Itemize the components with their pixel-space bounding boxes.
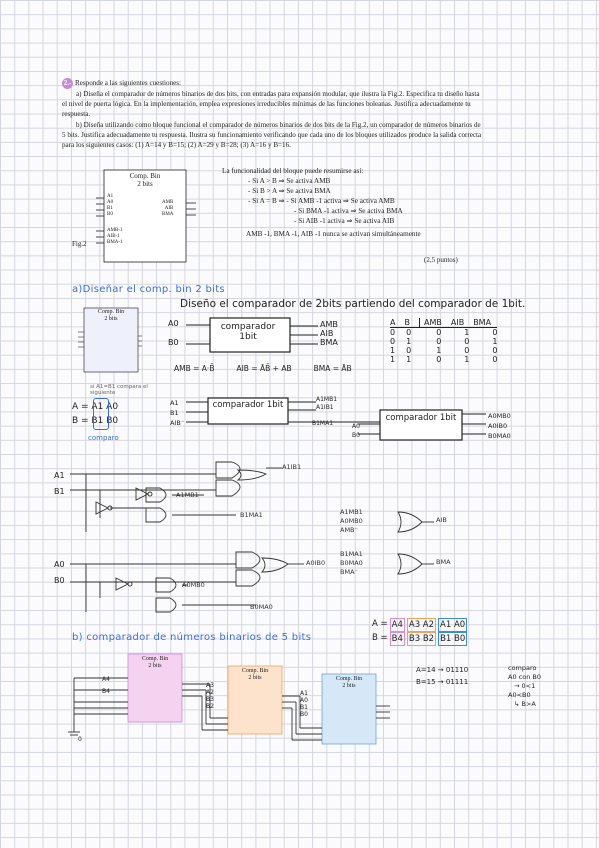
out-a1mb1: A1MB1 [176,491,199,499]
or-bma-out: BMA [436,558,451,566]
highlight-box [93,398,109,430]
or-aib-out: AIB [436,516,447,524]
question-part-b: b) Diseña utilizando como bloque funcion… [62,120,482,150]
functionality: La funcionalidad del bloque puede resumi… [222,167,421,238]
comparo-label: comparo [88,434,119,442]
functionality-header: La funcionalidad del bloque puede resumi… [222,167,364,175]
compare-note: si A1=B1 compara el siguiente [90,384,148,396]
bit-groups: A = A4 A3 A2 A1 A0 B = B4 B3 B2 B1 B0 [372,618,468,646]
out-a0ib0: A0IB0 [306,559,326,567]
question-part-a: a) Diseña el comparador de números binar… [62,90,480,119]
comparator-1bit-diagram [186,317,318,353]
gate-circuit [70,461,434,613]
out-b1ma1: B1MA1 [240,511,263,519]
ground-label: 0 [78,736,82,743]
cascade-block-1: comparador 1bit [212,400,284,410]
out-b0ma0: B0MA0 [250,603,273,611]
points: (2,5 puntos) [424,256,458,264]
question-intro: Responde a las siguientes cuestiones: [75,79,181,87]
mid-output-b1ma1: B1MA1 [312,420,334,427]
out-a0mb0: A0MB0 [182,581,205,589]
out-a1ib1: A1IB1 [282,463,302,471]
section-a-title: a)Diseñar el comp. bin 2 bits [72,284,225,295]
in-a0: A0 [168,319,179,328]
five-bit-diagram [68,653,390,745]
cascade-diagram [186,397,486,441]
fig2-diagram [96,169,196,263]
design-title: Diseño el comparador de 2bits partiendo … [180,298,526,310]
mini-block [78,307,142,373]
fig-label: Fig.2 [72,240,87,248]
question-block: 2.-Responde a las siguientes cuestiones:… [62,78,482,150]
question-number: 2.- [62,78,73,89]
block-1bit-label: comparador 1bit [220,322,276,342]
cascade-block-2: comparador 1bit [385,413,457,423]
in-b0: B0 [168,338,179,347]
section-b-title: b) comparador de números binarios de 5 b… [72,632,312,643]
